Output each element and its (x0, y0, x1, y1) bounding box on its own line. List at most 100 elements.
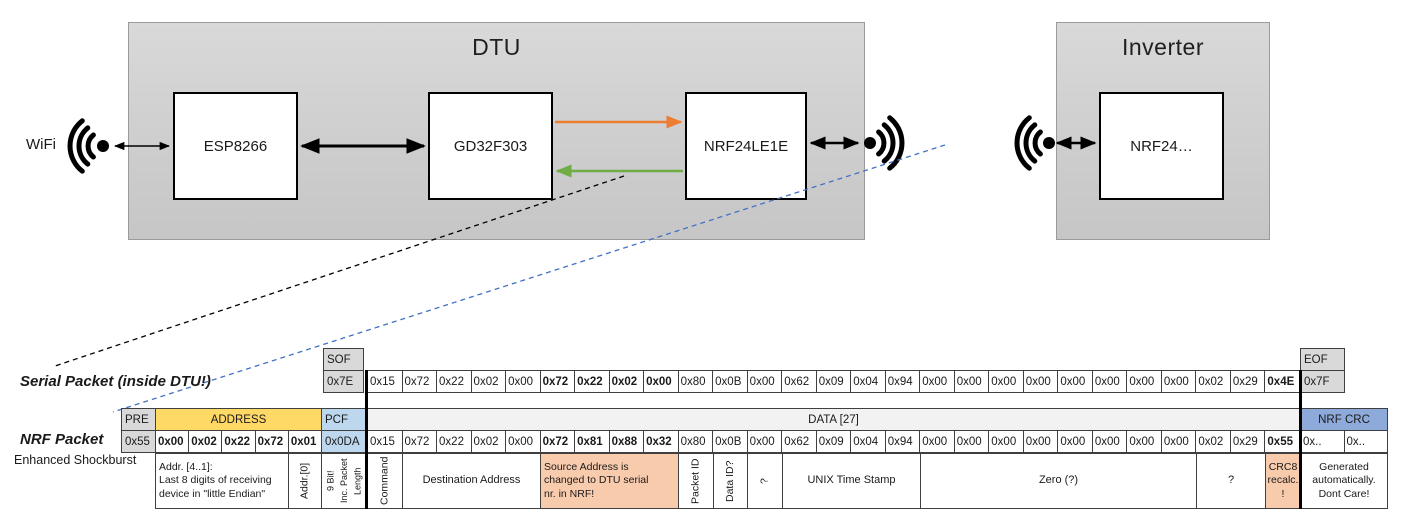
nrf-crc-header: NRF CRC (1300, 408, 1388, 431)
nrf-byte-cell: 0x00 (920, 430, 955, 453)
nrf-byte-cell: 0x72 (540, 430, 576, 453)
wifi-label: WiFi (26, 136, 56, 153)
nrf-byte-cell: 0x32 (644, 430, 679, 453)
annotation-crc8-recalc: CRC8 recalc. ! (1265, 453, 1301, 509)
serial-byte-cell: 0x4E (1265, 370, 1300, 393)
nrf-byte-cell: 0x0B (713, 430, 748, 453)
wifi-icon-dtu-right (864, 115, 905, 171)
annotation-crc-generated: Generated automatically. Dont Care! (1300, 453, 1388, 509)
serial-eof-value: 0x7F (1300, 370, 1345, 393)
annotation-unix-timestamp: UNIX Time Stamp (782, 453, 921, 509)
nrf-pre-header: PRE (121, 408, 156, 431)
serial-byte-cell: 0x00 (1058, 370, 1093, 393)
chip-esp8266: ESP8266 (173, 92, 298, 200)
nrf-byte-cell: 0x80 (678, 430, 714, 453)
nrf-pre-value: 0x55 (121, 430, 156, 453)
nrf-byte-cell: 0x22 (437, 430, 472, 453)
nrf-address-byte: 0x72 (255, 430, 289, 453)
serial-sof-header: SOF (323, 348, 364, 371)
nrf-byte-cell: 0x72 (402, 430, 438, 453)
nrf-byte-cell: 0x02 (1196, 430, 1231, 453)
nrf-byte-cell: 0x81 (575, 430, 610, 453)
annotation-question-2: ? (1196, 453, 1266, 509)
nrf-byte-cell: 0x00 (1161, 430, 1197, 453)
serial-byte-cell: 0x02 (471, 370, 507, 393)
serial-byte-cell: 0x94 (885, 370, 921, 393)
chip-nrf24le1e: NRF24LE1E (685, 92, 807, 200)
nrf-crc-byte: 0x.. (1300, 430, 1345, 453)
nrf-byte-cell: 0x00 (506, 430, 541, 453)
nrf-byte-cell: 0x88 (609, 430, 645, 453)
wifi-icon-inverter (1014, 115, 1055, 171)
serial-byte-cell: 0x00 (644, 370, 679, 393)
nrf-pcf-header: PCF (321, 408, 368, 431)
serial-byte-cell: 0x29 (1230, 370, 1266, 393)
nrf-byte-cell: 0x94 (885, 430, 921, 453)
nrf-byte-cell: 0x15 (367, 430, 403, 453)
serial-byte-cell: 0x15 (367, 370, 403, 393)
serial-byte-cell: 0x00 (747, 370, 783, 393)
annotation-addr0: Addr.[0] (288, 453, 322, 509)
nrf-byte-cell: 0x00 (954, 430, 990, 453)
serial-byte-cell: 0x72 (402, 370, 438, 393)
nrf-address-byte: 0x00 (155, 430, 190, 453)
wifi-icon-left (67, 118, 109, 174)
nrf-byte-cell: 0x00 (747, 430, 783, 453)
serial-byte-cell: 0x00 (506, 370, 541, 393)
annotation-command: Command (367, 453, 403, 509)
nrf-byte-cell: 0x02 (471, 430, 507, 453)
nrf-address-byte: 0x02 (189, 430, 223, 453)
serial-byte-cell: 0x00 (954, 370, 990, 393)
nrf-byte-cell: 0x29 (1230, 430, 1266, 453)
nrf-address-byte: 0x22 (222, 430, 256, 453)
inverter-title: Inverter (1122, 34, 1204, 60)
annotation-source-address: Source Address is changed to DTU serial … (540, 453, 679, 509)
serial-packet-label: Serial Packet (inside DTU!) (20, 373, 211, 390)
chip-nrf24-inverter: NRF24… (1099, 92, 1224, 200)
nrf-byte-cell: 0x04 (851, 430, 886, 453)
serial-byte-cell: 0x02 (609, 370, 645, 393)
nrf-byte-cell: 0x00 (1127, 430, 1162, 453)
serial-byte-cell: 0x00 (1023, 370, 1059, 393)
serial-byte-cell: 0x00 (989, 370, 1024, 393)
annotation-addr41: Addr. [4..1]: Last 8 digits of receiving… (155, 453, 289, 509)
data-boundary-right (1298, 370, 1302, 509)
serial-byte-cell: 0x22 (575, 370, 610, 393)
nrf-pcf-value: 0x0DA (321, 430, 368, 453)
serial-byte-cell: 0x0B (713, 370, 748, 393)
nrf-byte-cell: 0x00 (989, 430, 1024, 453)
nrf-crc-byte: 0x.. (1344, 430, 1388, 453)
serial-eof-header: EOF (1300, 348, 1345, 371)
annotation-pcf-9bit: 9 Bit! Inc. Packet Length (321, 453, 368, 509)
nrf-byte-cell: 0x55 (1265, 430, 1300, 453)
serial-byte-cell: 0x80 (678, 370, 714, 393)
annotation-question-1: ? (747, 453, 783, 509)
data-boundary-left (364, 370, 368, 509)
serial-byte-cell: 0x00 (920, 370, 955, 393)
enhanced-shockburst-label: Enhanced Shockburst (14, 453, 137, 467)
serial-byte-cell: 0x00 (1127, 370, 1162, 393)
annotation-destination-address: Destination Address (402, 453, 541, 509)
nrf-address-header: ADDRESS (155, 408, 322, 431)
serial-byte-cell: 0x22 (437, 370, 472, 393)
nrf-data-header: DATA [27] (367, 408, 1300, 431)
nrf-byte-cell: 0x00 (1023, 430, 1059, 453)
nrf-byte-cell: 0x09 (816, 430, 852, 453)
serial-byte-cell: 0x00 (1092, 370, 1128, 393)
annotation-packet-id: Packet ID (678, 453, 714, 509)
serial-sof-value: 0x7E (323, 370, 364, 393)
serial-byte-cell: 0x09 (816, 370, 852, 393)
nrf-byte-cell: 0x00 (1092, 430, 1128, 453)
serial-byte-cell: 0x04 (851, 370, 886, 393)
serial-byte-cell: 0x00 (1161, 370, 1197, 393)
nrf-byte-cell: 0x00 (1058, 430, 1093, 453)
nrf-packet-label: NRF Packet (20, 431, 104, 448)
annotation-zero: Zero (?) (920, 453, 1197, 509)
nrf-address-byte: 0x01 (288, 430, 323, 453)
chip-gd32f303: GD32F303 (428, 92, 553, 200)
annotation-data-id: Data ID? (713, 453, 748, 509)
dtu-title: DTU (472, 34, 521, 60)
